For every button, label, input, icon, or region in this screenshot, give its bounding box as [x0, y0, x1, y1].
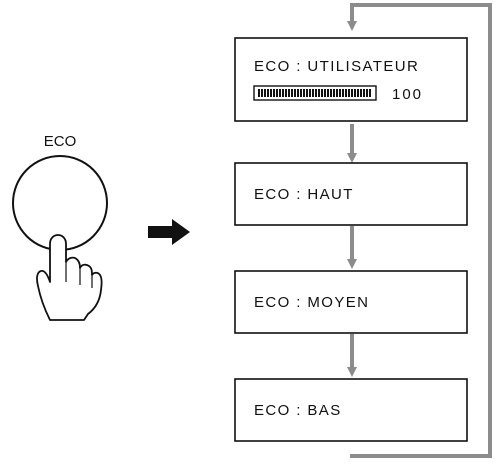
level-value: 100 — [392, 86, 423, 103]
mode-box-haut: ECO : HAUT — [234, 162, 468, 226]
mode-box-bas: ECO : BAS — [234, 378, 468, 442]
level-bar-fill — [258, 89, 372, 97]
press-arrow — [148, 219, 190, 245]
loop-arrow — [347, 3, 492, 458]
mode-label: ECO : UTILISATEUR — [254, 58, 419, 75]
mode-box-utilisateur: ECO : UTILISATEUR 100 — [234, 37, 468, 122]
hand-pointer-icon — [36, 234, 103, 321]
mode-label: ECO : HAUT — [254, 186, 354, 203]
mode-label: ECO : MOYEN — [254, 294, 369, 311]
mode-label: ECO : BAS — [254, 402, 342, 419]
level-bar — [253, 85, 377, 101]
eco-button-label: ECO — [44, 133, 77, 150]
mode-box-moyen: ECO : MOYEN — [234, 270, 468, 334]
eco-button: ECO — [12, 133, 108, 321]
